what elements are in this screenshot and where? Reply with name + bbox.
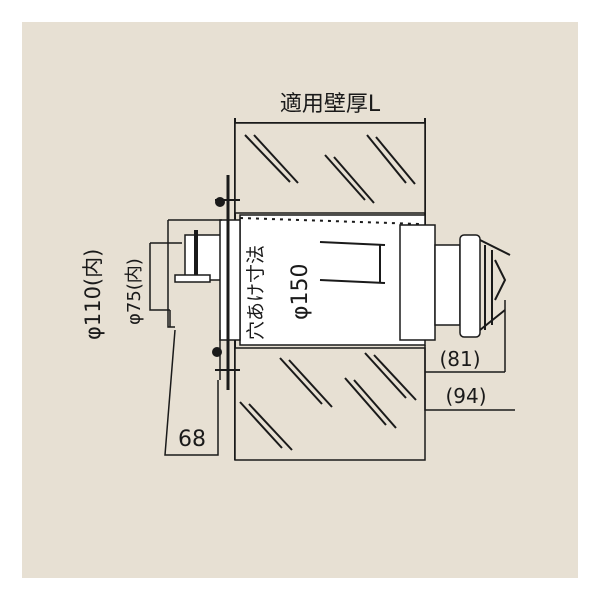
right-length-dimensions: [424, 300, 515, 411]
wing-nut-bottom: [212, 347, 222, 357]
hole-diameter-label: φ150: [288, 263, 313, 320]
hole-size-label: 穴あけ寸法: [245, 245, 267, 340]
outer-diameter-label: φ110(内): [81, 249, 105, 340]
diameter-dimensions: [149, 219, 222, 328]
wall-upper-section: [234, 122, 426, 214]
wall-lower-section: [234, 347, 426, 461]
pipe-body: [184, 214, 426, 346]
pipe-terminal: [399, 224, 511, 341]
left-length-dimension: [164, 329, 221, 456]
wing-nut-top: [215, 197, 225, 207]
mounting-flange: [174, 175, 240, 390]
left-length-label: 68: [178, 427, 206, 452]
inner-diameter-label: φ75(内): [124, 258, 145, 325]
wall-thickness-label: 適用壁厚L: [280, 92, 381, 117]
right-length-label-1: (81): [439, 347, 480, 371]
right-length-label-2: (94): [445, 384, 486, 408]
